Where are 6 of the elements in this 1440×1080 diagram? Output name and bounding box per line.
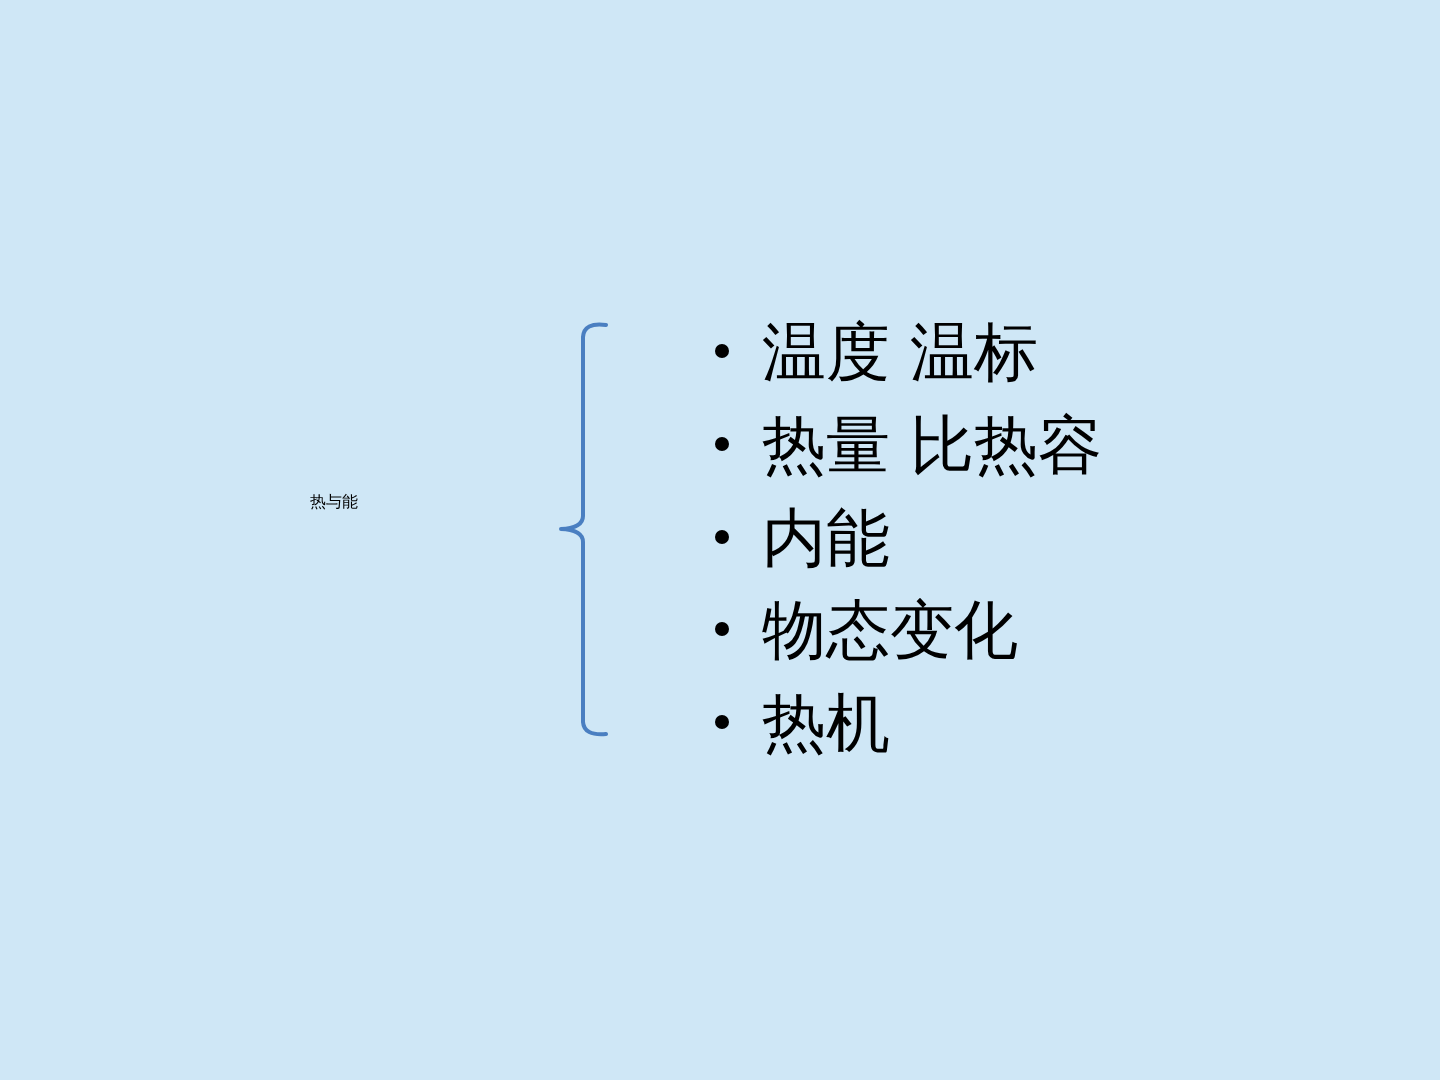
topic-label: 热与能: [310, 494, 358, 510]
list-item-text: 温度 温标: [762, 320, 1039, 384]
list-item-text: 内能: [762, 506, 890, 570]
list-item-text: 热量 比热容: [762, 413, 1103, 477]
list-item-text: 热机: [762, 691, 890, 755]
list-item-text: 物态变化: [762, 598, 1018, 662]
